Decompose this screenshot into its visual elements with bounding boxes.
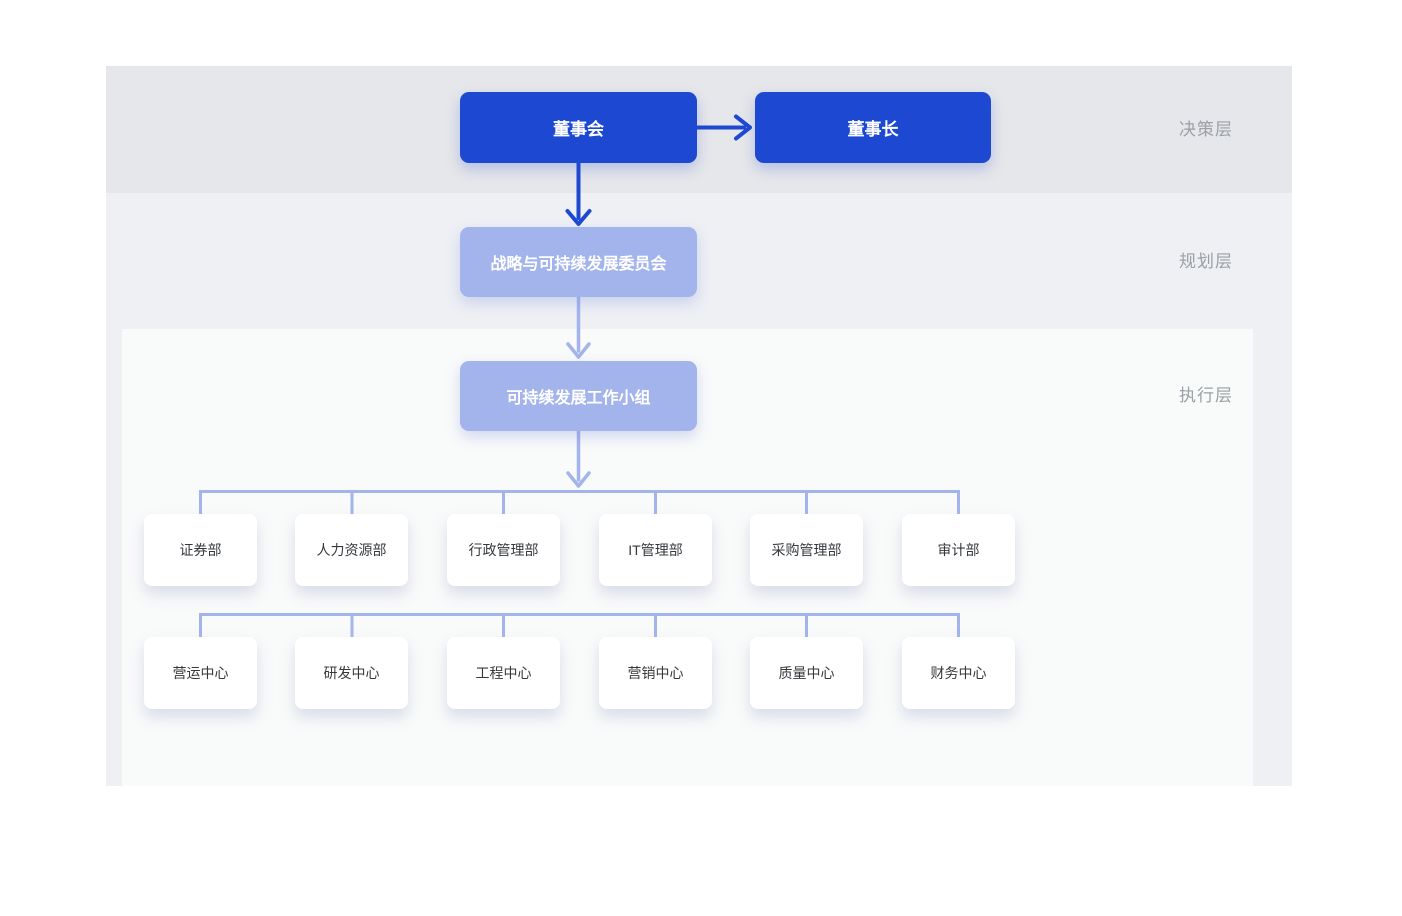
- dept-securities: 证券部: [144, 514, 257, 586]
- center-finance: 财务中心: [902, 637, 1015, 709]
- center-quality: 质量中心: [750, 637, 863, 709]
- dept-it-management: IT管理部: [599, 514, 712, 586]
- center-rnd: 研发中心: [295, 637, 408, 709]
- layer-label-decision: 决策层: [1179, 120, 1233, 139]
- center-engineering: 工程中心: [447, 637, 560, 709]
- dept-human-resources: 人力资源部: [295, 514, 408, 586]
- center-operations: 营运中心: [144, 637, 257, 709]
- node-chairman: 董事长: [755, 92, 991, 163]
- node-strategy-committee: 战略与可持续发展委员会: [460, 227, 697, 297]
- layer-label-planning: 规划层: [1179, 252, 1233, 271]
- layer-label-execution: 执行层: [1179, 386, 1233, 405]
- dept-audit: 审计部: [902, 514, 1015, 586]
- node-sustainability-workgroup: 可持续发展工作小组: [460, 361, 697, 431]
- dept-procurement: 采购管理部: [750, 514, 863, 586]
- dept-administration: 行政管理部: [447, 514, 560, 586]
- decision-layer-band: [106, 66, 1292, 193]
- node-board-of-directors: 董事会: [460, 92, 697, 163]
- center-marketing: 营销中心: [599, 637, 712, 709]
